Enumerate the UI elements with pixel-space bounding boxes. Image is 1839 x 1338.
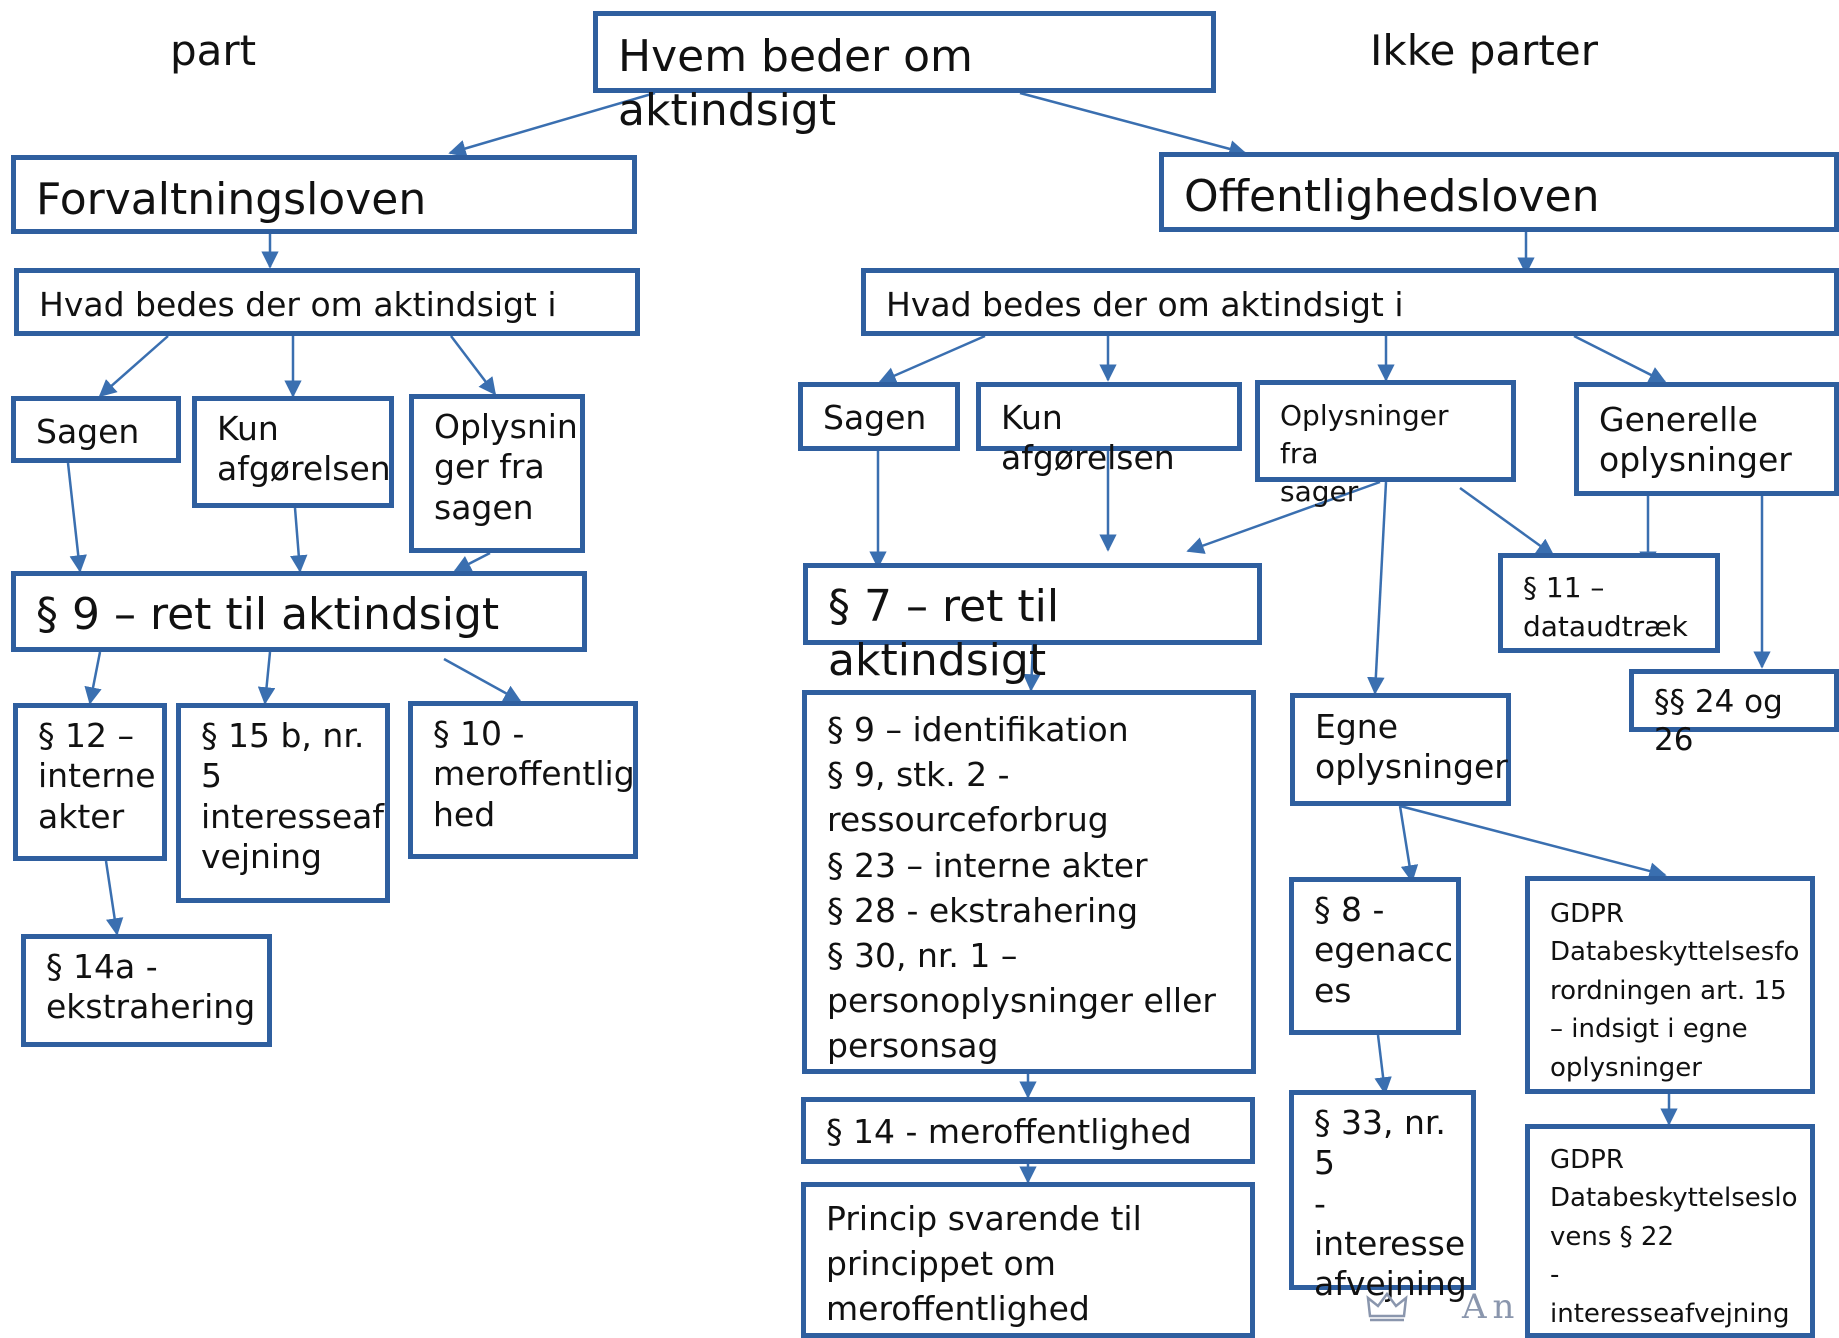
p14-box: § 14 - meroffentlighed	[801, 1097, 1255, 1164]
left-option-sagen-text: Sagen	[36, 412, 140, 451]
left-option-kun-afgorelsen: Kun afgørelsen	[192, 396, 394, 508]
left-option-sagen: Sagen	[11, 396, 181, 463]
arrow-p8-p33	[1374, 1034, 1392, 1095]
arrow-right-q-sagen	[878, 334, 986, 384]
right-option-generelle-text: Generelle oplysninger	[1599, 400, 1792, 480]
arrow-root-right	[1019, 91, 1247, 158]
root-question-box: Hvem beder om aktindsigt	[593, 11, 1216, 136]
arrow-left-opl-p9	[453, 551, 491, 573]
left-option-oplysninger: Oplysnin ger fra sagen	[409, 394, 585, 553]
p15-box: § 15 b, nr. 5 interesseaf vejning	[176, 703, 390, 903]
arrow-egne-gdpr15	[1399, 804, 1667, 880]
root-question: Hvem beder om aktindsigt	[618, 31, 973, 136]
p12-box: § 12 – interne akter	[13, 703, 167, 861]
p33-text: § 33, nr. 5 - interesse afvejning	[1314, 1103, 1467, 1303]
princip-text: Princip svarende til princippet om merof…	[826, 1199, 1142, 1328]
crown-logo-icon	[1366, 1291, 1408, 1322]
part-label: part	[170, 26, 257, 75]
left-p9-text: § 9 – ret til aktindsigt	[36, 589, 500, 640]
gdpr-art15-box: GDPR Databeskyttelsesfo rordningen art. …	[1525, 876, 1815, 1094]
right-question-text: Hvad bedes der om aktindsigt i	[886, 285, 1404, 324]
p15-text: § 15 b, nr. 5 interesseaf vejning	[201, 716, 384, 876]
right-option-kun-afgorelsen: Kun afgørelsen	[976, 382, 1242, 477]
arrow-left-sagen-p9	[66, 462, 87, 573]
gdpr-art15-text: GDPR Databeskyttelsesfo rordningen art. …	[1550, 899, 1800, 1083]
left-question-box: Hvad bedes der om aktindsigt i	[14, 268, 640, 336]
left-option-oplysninger-text: Oplysnin ger fra sagen	[434, 407, 578, 527]
arrow-right-opl-p11	[1459, 486, 1555, 557]
arrow-p9-p10	[443, 657, 522, 703]
right-option-kun-text: Kun afgørelsen	[1001, 398, 1175, 478]
arrow-p9-p15	[257, 651, 276, 705]
right-p7-text: § 7 – ret til aktindsigt	[828, 581, 1060, 686]
right-option-oplysninger-text: Oplysninger fra sager	[1280, 399, 1449, 508]
right-question-box: Hvad bedes der om aktindsigt i	[861, 268, 1839, 336]
arrow-right-opl-egne	[1367, 481, 1388, 695]
right-option-sagen-text: Sagen	[823, 398, 927, 437]
p14-text: § 14 - meroffentlighed	[826, 1112, 1192, 1151]
p24-26-text: §§ 24 og 26	[1654, 684, 1783, 758]
p33-box: § 33, nr. 5 - interesse afvejning	[1289, 1090, 1476, 1303]
p14a-box: § 14a - ekstrahering	[21, 934, 272, 1047]
offentlighedsloven-box: Offentlighedsloven	[1159, 152, 1839, 232]
egne-oplysninger-text: Egne oplysninger	[1315, 707, 1508, 787]
p12-text: § 12 – interne akter	[38, 716, 156, 836]
offentlighedsloven-title: Offentlighedsloven	[1184, 171, 1600, 222]
exceptions-list-box: § 9 – identifikation § 9, stk. 2 - resso…	[802, 690, 1256, 1074]
p8-box: § 8 - egenacc es	[1289, 877, 1461, 1035]
p11-text: § 11 – dataudtræk	[1523, 571, 1688, 643]
logo-text: An	[1462, 1287, 1521, 1327]
p14a-text: § 14a - ekstrahering	[46, 947, 256, 1027]
arrow-p7-exc	[1022, 644, 1041, 692]
right-option-generelle: Generelle oplysninger	[1574, 382, 1839, 496]
p10-text: § 10 - meroffentlig hed	[433, 714, 635, 834]
arrow-egne-p8	[1398, 805, 1419, 883]
arrow-left-q-sagen	[98, 335, 169, 398]
egne-oplysninger-box: Egne oplysninger	[1290, 693, 1511, 806]
right-p7-box: § 7 – ret til aktindsigt	[803, 563, 1262, 686]
left-question-text: Hvad bedes der om aktindsigt i	[39, 285, 557, 324]
arrow-root-left	[448, 91, 656, 157]
p24-26-box: §§ 24 og 26	[1629, 669, 1839, 758]
right-option-oplysninger: Oplysninger fra sager	[1255, 380, 1516, 508]
arrow-p12-p14a	[104, 860, 124, 936]
p10-box: § 10 - meroffentlig hed	[408, 701, 638, 859]
p11-box: § 11 – dataudtræk	[1498, 553, 1720, 653]
right-option-sagen: Sagen	[798, 382, 960, 451]
left-p9-box: § 9 – ret til aktindsigt	[11, 571, 587, 652]
arrow-right-q-gen	[1573, 334, 1667, 384]
arrow-p9-p12	[84, 651, 102, 705]
princip-box: Princip svarende til princippet om merof…	[801, 1182, 1255, 1338]
arrow-left-kun-p9	[290, 507, 308, 573]
left-option-kun-text: Kun afgørelsen	[217, 409, 391, 489]
forvaltningsloven-title: Forvaltningsloven	[36, 174, 427, 225]
forvaltningsloven-box: Forvaltningsloven	[11, 155, 637, 234]
p8-text: § 8 - egenacc es	[1314, 890, 1453, 1010]
gdpr-p22-box: GDPR Databeskyttelseslo vens § 22 - inte…	[1525, 1124, 1815, 1338]
arrow-left-q-opl	[450, 335, 497, 396]
exceptions-list-text: § 9 – identifikation § 9, stk. 2 - resso…	[827, 710, 1216, 1066]
arrow-right-opl-p7	[1186, 480, 1381, 554]
gdpr-p22-text: GDPR Databeskyttelseslo vens § 22 - inte…	[1550, 1145, 1798, 1329]
ikke-parter-label: Ikke parter	[1370, 26, 1598, 75]
